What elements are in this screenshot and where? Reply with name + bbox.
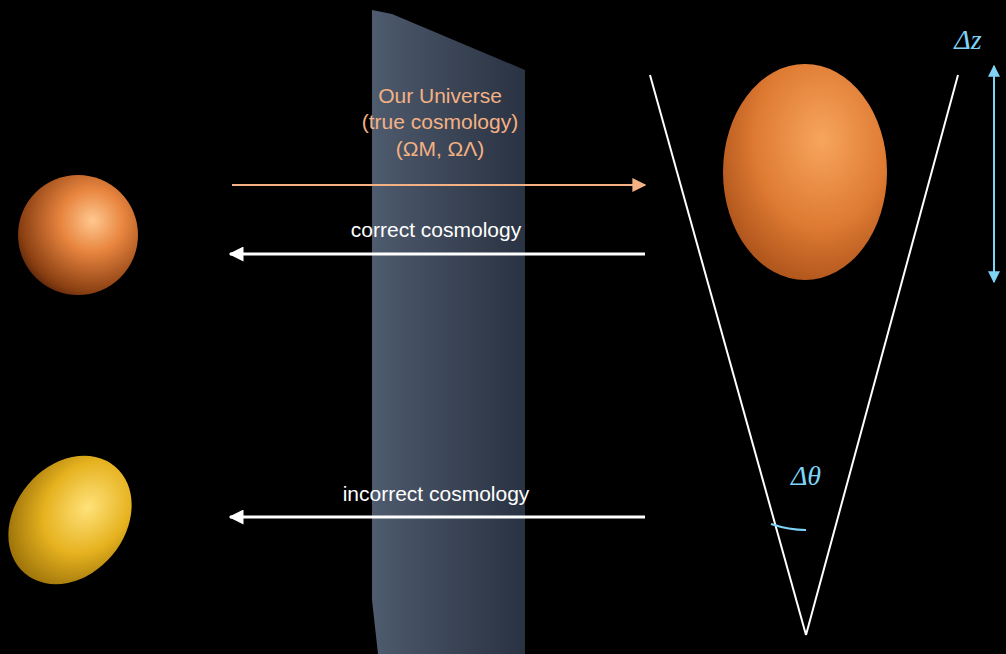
true-sphere — [18, 175, 138, 295]
dz-arrow — [993, 66, 995, 282]
dimension-label: Δz — [954, 24, 981, 56]
dimension-label: Δθ — [791, 460, 821, 492]
arrow-label: incorrect cosmology — [343, 482, 530, 506]
parameter-label: (ΩM, ΩΛ) — [396, 137, 485, 161]
projection-plane — [372, 10, 525, 654]
subtitle-label: (true cosmology) — [362, 110, 518, 134]
correct-arrow — [230, 253, 645, 256]
forward-arrow — [232, 184, 645, 186]
title-label: Our Universe — [378, 84, 502, 108]
observed-ellipsoid — [723, 64, 887, 280]
distorted-sphere — [0, 431, 157, 609]
angle-arc — [771, 524, 806, 530]
incorrect-arrow — [230, 516, 645, 519]
arrow-label: correct cosmology — [351, 218, 521, 242]
